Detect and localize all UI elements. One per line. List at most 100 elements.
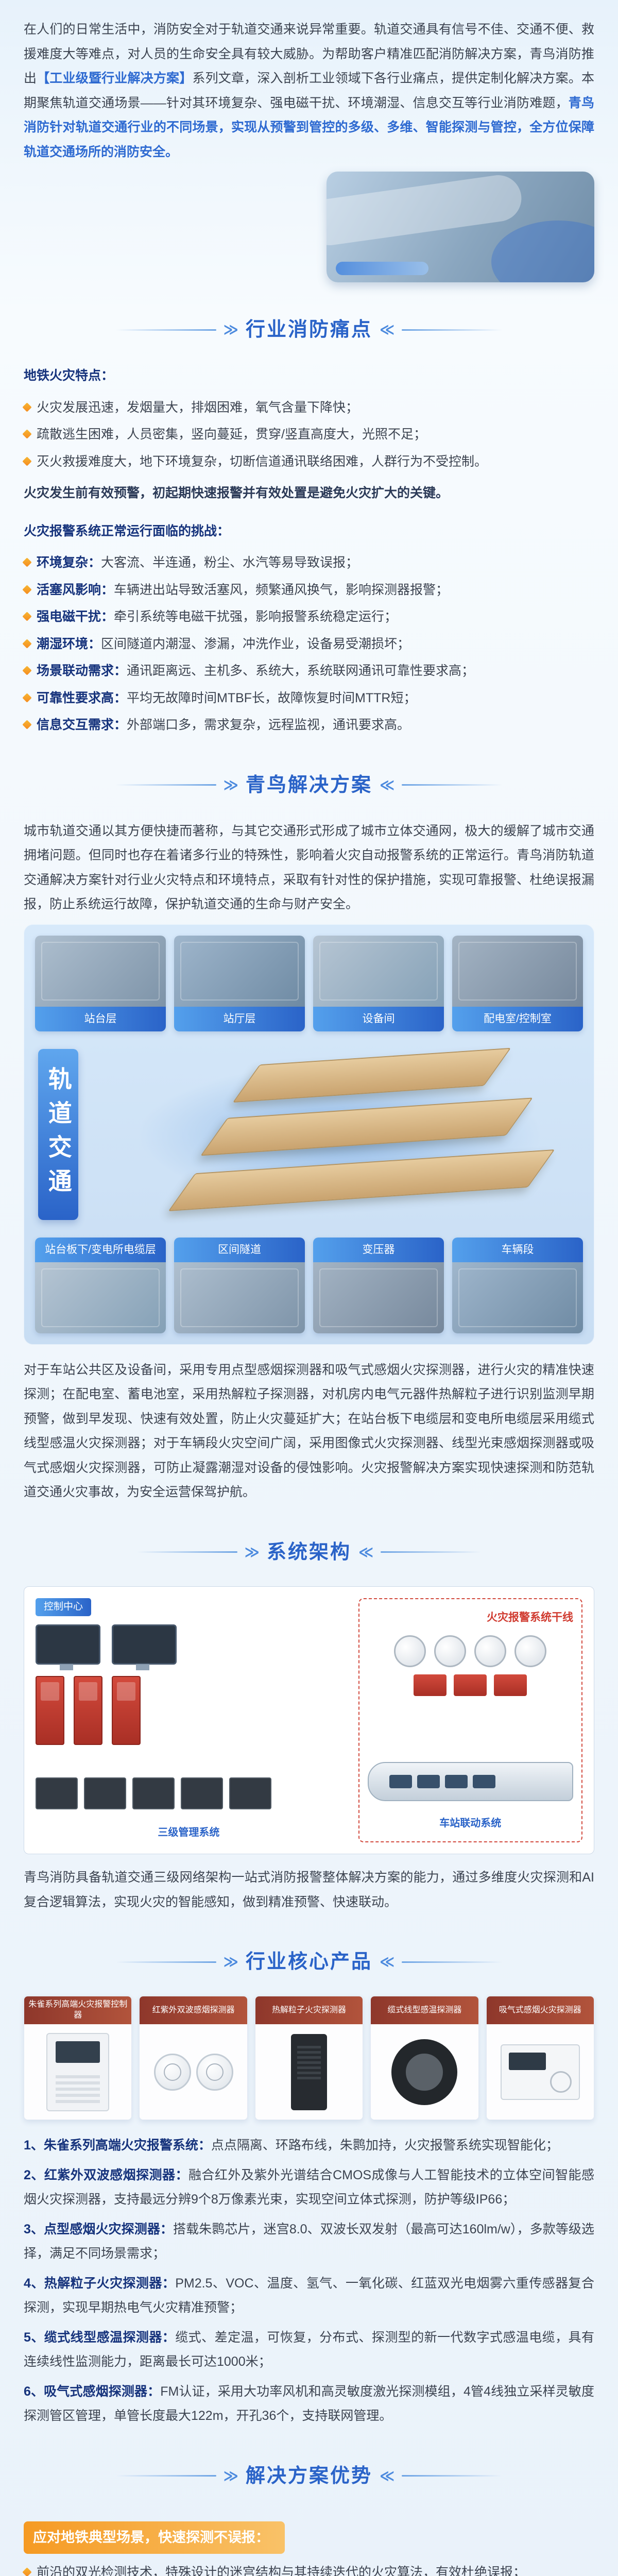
scene-card: 变压器 (313, 1237, 444, 1333)
diamond-bullet-icon (22, 666, 32, 675)
pyrolysis-particle-detector-icon (290, 2033, 327, 2110)
list-item: 火灾发展迅速，发烟量大，排烟困难，氧气含量下降快； (22, 396, 594, 420)
divider-line-right (402, 329, 503, 331)
list-item-text: 活塞风影响：车辆进出站导致活塞风，频繁通风换气，影响探测器报警； (37, 578, 449, 603)
list-item: 强电磁干扰：牵引系统等电磁干扰强，影响报警系统稳定运行； (22, 605, 594, 630)
section-header-solution: ≫ 青鸟解决方案 ≪ (24, 767, 594, 804)
station-panels-graphic (36, 1777, 342, 1810)
scene-photo (452, 1262, 583, 1333)
section-title: 行业核心产品 (245, 1951, 372, 1973)
scene-cards-bottom-row: 站台板下/变电所电缆层 区间隧道 变压器 车辆段 (35, 1237, 583, 1333)
challenge-label: 潮湿环境： (37, 636, 101, 651)
scene-cards-top-row: 站台层 站厅层 设备间 配电室/控制室 (35, 935, 583, 1031)
train-window-icon (389, 1775, 412, 1789)
smoke-detector-icon (474, 1635, 507, 1667)
heat-sensing-cable-coil-icon (391, 2039, 458, 2105)
alarm-cabinet-icon (74, 1675, 102, 1745)
section-header-pain-points: ≫ 行业消防痛点 ≪ (24, 311, 594, 348)
intro-visual-row (24, 172, 594, 282)
product-card: 热解粒子火灾探测器 (254, 1996, 364, 2121)
divider-line-left (115, 2475, 216, 2477)
divider-line-right (381, 1551, 482, 1553)
challenge-text: 牵引系统等电磁干扰强，影响报警系统稳定运行； (114, 609, 398, 624)
alarm-cabinets-graphic (36, 1675, 342, 1745)
product-card: 吸气式感烟火灾探测器 (486, 1996, 594, 2121)
section-header-products: ≫ 行业核心产品 ≪ (24, 1943, 594, 1980)
divider-line-right (402, 2475, 503, 2477)
list-item: 潮湿环境：区间隧道内潮湿、渗漏，冲洗作业，设备易受潮损坏； (22, 632, 594, 657)
section-divider-chevron-icon: ≪ (380, 2467, 395, 2484)
product-list-item: 2、红紫外双波感烟探测器：融合红外及紫外光谱结合CMOS成像与人工智能技术的立体… (24, 2163, 594, 2212)
scene-card: 设备间 (313, 935, 444, 1031)
intro-highlight-solution: 青鸟消防针对轨道交通行业的不同场景，实现从预警到管控的多级、多维、智能探测与管控… (24, 95, 594, 159)
train-window-icon (444, 1775, 468, 1789)
architecture-paragraph: 青鸟消防具备轨道交通三级网络架构一站式消防报警整体解决方案的能力，通过多维度火灾… (24, 1870, 594, 1909)
scene-photo (452, 935, 583, 1007)
product-image (486, 2024, 594, 2120)
list-item: 信息交互需求：外部端口多，需求复杂，远程监视，通讯要求高。 (22, 713, 594, 738)
scene-label: 配电室/控制室 (452, 1006, 583, 1031)
wall-panel-icon (229, 1777, 271, 1810)
product-list-item: 5、缆式线型感温探测器：缆式、差定温，可恢复，分布式、探测型的新一代数字式感温电… (24, 2326, 594, 2375)
section-header-advantages: ≫ 解决方案优势 ≪ (24, 2458, 594, 2495)
product-card: 缆式线型感温探测器 (370, 1996, 479, 2121)
diamond-bullet-icon (22, 584, 32, 595)
solution-detail-paragraph: 对于车站公共区及设备间，采用专用点型感烟探测器和吸气式感烟火灾探测器，进行火灾的… (24, 1362, 594, 1500)
section-divider-chevron-icon: ≫ (223, 2467, 238, 2484)
section-divider-chevron-icon: ≪ (358, 1544, 374, 1560)
product-card-title: 朱雀系列高端火灾报警控制器 (24, 1996, 132, 2025)
challenge-text: 区间隧道内潮湿、渗漏，冲洗作业，设备易受潮损坏； (101, 636, 410, 651)
vertical-banner: 轨道交通 (38, 1048, 78, 1220)
scene-card: 区间隧道 (174, 1237, 305, 1333)
challenge-label: 信息交互需求： (37, 718, 127, 733)
list-item-text: 灭火救援难度大，地下环境复杂，切断信道通讯联络困难，人群行为不受控制。 (37, 454, 488, 469)
station-3d-illustration: 轨道交通 (36, 1042, 582, 1227)
scene-label: 车辆段 (452, 1237, 583, 1262)
scene-label: 站厅层 (174, 1006, 305, 1031)
trunk-label: 火灾报警系统干线 (486, 1612, 573, 1624)
right-zone-caption: 车站联动系统 (439, 1818, 502, 1829)
wall-panel-icon (181, 1777, 223, 1810)
challenge-label: 环境复杂： (37, 555, 101, 570)
wall-panel-icon (132, 1777, 175, 1810)
alarm-device-icon (494, 1674, 527, 1696)
product-card: 红紫外双波感烟探测器 (139, 1996, 248, 2121)
challenge-label: 可靠性要求高： (37, 690, 127, 705)
divider-line-right (402, 1961, 503, 1963)
list-item-text: 强电磁干扰：牵引系统等电磁干扰强，影响报警系统稳定运行； (37, 605, 397, 630)
section-title: 青鸟解决方案 (245, 774, 372, 796)
monitors-graphic (36, 1624, 342, 1670)
product-list-item: 4、热解粒子火灾探测器：PM2.5、VOC、温度、氢气、一氧化碳、红蓝双光电烟雾… (24, 2272, 594, 2320)
smoke-detector-icon (434, 1635, 467, 1667)
list-item-text: 疏散逃生困难，人员密集，竖向蔓延，贯穿/竖直高度大，光照不足； (37, 427, 426, 442)
product-card: 朱雀系列高端火灾报警控制器 (24, 1996, 132, 2121)
product-list-item: 3、点型感烟火灾探测器：搭载朱鹮芯片，迷宫8.0、双波长双发射（最高可达160l… (24, 2217, 594, 2266)
product-name: 5、缆式线型感温探测器： (24, 2330, 176, 2345)
challenge-label: 场景联动需求： (37, 664, 127, 679)
fire-alarm-panel-icon (46, 2032, 110, 2111)
scene-photo (313, 935, 444, 1007)
product-image (255, 2024, 363, 2120)
metro-train-graphic (367, 1762, 573, 1802)
alarm-cabinet-icon (112, 1675, 141, 1745)
diamond-bullet-icon (22, 720, 32, 730)
challenge-label: 活塞风影响： (37, 582, 114, 597)
product-image (140, 2024, 247, 2120)
list-item-text: 可靠性要求高：平均无故障时间MTBF长，故障恢复时间MTTR短； (37, 686, 416, 711)
diamond-bullet-icon (22, 429, 32, 439)
scene-card: 车辆段 (452, 1237, 583, 1333)
list-item: 前沿的双光检测技术，特殊设计的迷宫结构与其持续迭代的火灾算法，有效杜绝误报； (22, 2561, 594, 2576)
solution-paragraph: 城市轨道交通以其方便快捷而著称，与其它交通形式形成了城市立体交通网，极大的缓解了… (24, 823, 594, 912)
product-image (24, 2024, 132, 2120)
scene-card: 站台板下/变电所电缆层 (35, 1237, 166, 1333)
diagram-left-zone: 控制中心 三级管理系统 (36, 1598, 342, 1842)
list-item-text: 环境复杂：大客流、半连通，粉尘、水汽等易导致误报； (37, 551, 358, 575)
scene-label: 站台板下/变电所电缆层 (35, 1237, 166, 1262)
scene-label: 区间隧道 (174, 1237, 305, 1262)
product-image (371, 2024, 478, 2120)
train-window-icon (472, 1775, 495, 1789)
intro-paragraph: 在人们的日常生活中，消防安全对于轨道交通来说异常重要。轨道交通具有信号不佳、交通… (24, 18, 594, 164)
diagram-right-zone: 火灾报警系统干线 车站联动系统 (358, 1598, 582, 1843)
list-item-text: 前沿的双光检测技术，特殊设计的迷宫结构与其持续迭代的火灾算法，有效杜绝误报； (37, 2565, 526, 2576)
